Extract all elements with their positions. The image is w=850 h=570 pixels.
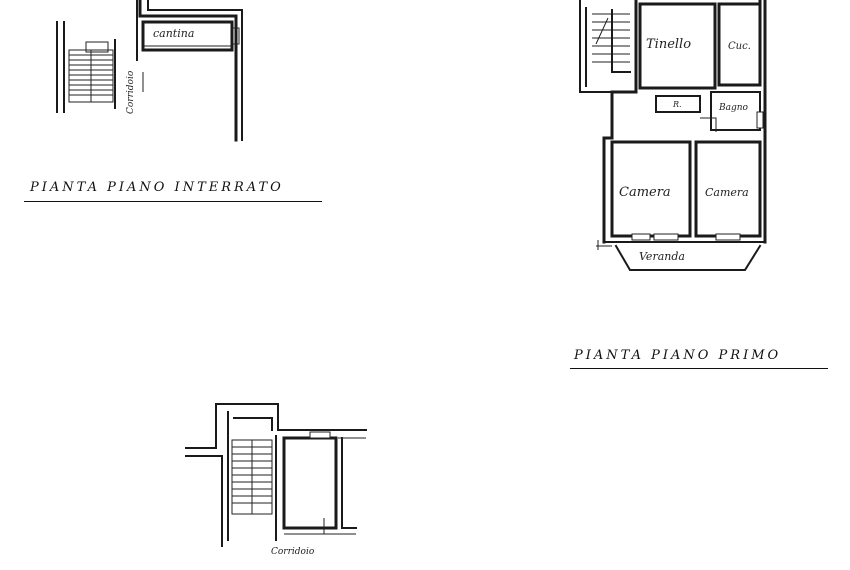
bedroom-left (610, 140, 692, 238)
ground-corridor-label: Corridoio (271, 547, 315, 557)
bedroom-left-label: Camera (619, 185, 671, 200)
basement-plan-title: PIANTA PIANO INTERRATO (30, 180, 284, 195)
basement-title-underline (24, 201, 322, 202)
ground-floor-stairs (231, 435, 277, 541)
bedroom-right-label: Camera (705, 186, 749, 199)
first-floor-stairs (579, 0, 631, 93)
veranda-label: Veranda (639, 250, 685, 263)
cellar-room (141, 20, 234, 52)
ground-floor-outer-wall (185, 403, 367, 449)
ground-floor-plan: Corridoio (185, 403, 367, 557)
basement-stairs (56, 21, 116, 113)
basement-wall (138, 0, 238, 142)
first-floor-title-underline (570, 368, 828, 369)
ground-floor-room (282, 436, 338, 530)
dining-room (638, 2, 717, 90)
basement-corridor-label: Corridoio (126, 70, 136, 114)
basement-plan: cantina Corridoio (56, 0, 243, 142)
closet-label: R. (672, 100, 682, 109)
first-floor-plan-title: PIANTA PIANO PRIMO (574, 348, 782, 363)
kitchen-label: Cuc. (728, 41, 751, 52)
first-floor-plan: Tinello Cuc. R. Bagno Camera Camera Vera… (579, 0, 767, 271)
dining-label: Tinello (646, 37, 691, 52)
basement-wall-inner (147, 0, 243, 141)
bath-room (710, 91, 761, 131)
bedroom-right (694, 140, 762, 238)
first-floor-outer-wall-left (602, 0, 638, 244)
kitchen-room (717, 2, 762, 87)
closet-room (655, 95, 701, 113)
cellar-door (232, 27, 240, 45)
cellar-label: cantina (153, 27, 194, 40)
bath-label: Bagno (718, 103, 749, 113)
veranda-outline (614, 244, 762, 271)
